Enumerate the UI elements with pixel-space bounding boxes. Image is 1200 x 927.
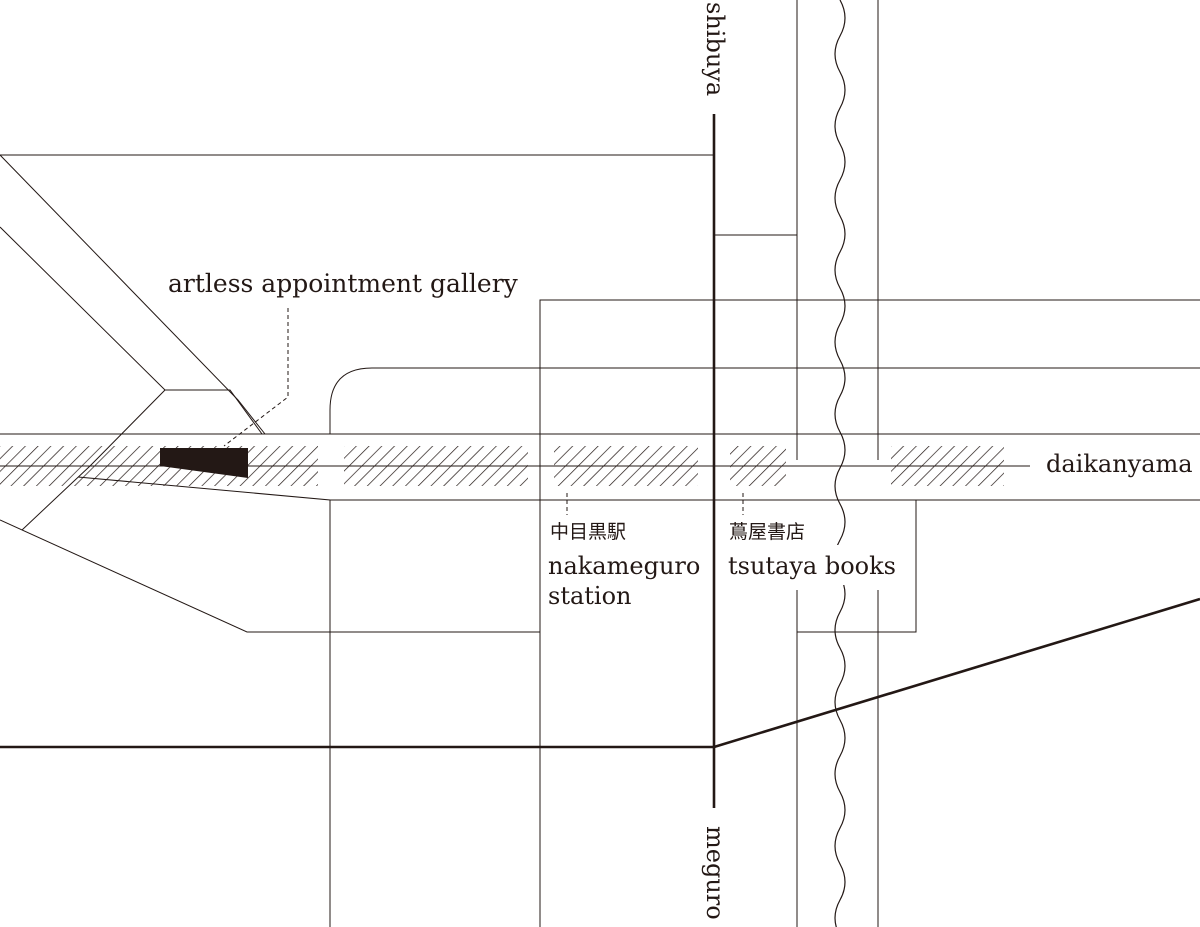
gallery-label: artless appointment gallery — [168, 269, 519, 298]
books-label-bg — [724, 545, 910, 585]
leader-lines — [223, 308, 744, 515]
main-roads — [0, 114, 1200, 808]
river — [834, 0, 846, 927]
station-label-bg — [544, 545, 709, 610]
daikanyama-label-bg — [1036, 446, 1200, 486]
gallery-marker — [160, 448, 248, 478]
books-label-jp: 蔦屋書店 — [729, 521, 805, 543]
meguro-label: meguro — [701, 826, 729, 920]
station-label-en-line2: station — [548, 582, 632, 610]
shibuya-label: shibuya — [701, 2, 729, 96]
station-label-en-line1: nakameguro — [548, 552, 700, 580]
station-label-jp: 中目黒駅 — [550, 521, 626, 543]
daikanyama-label: daikanyama — [1046, 450, 1193, 478]
railway-track — [0, 446, 1030, 486]
books-label-en: tsutaya books — [728, 552, 896, 580]
